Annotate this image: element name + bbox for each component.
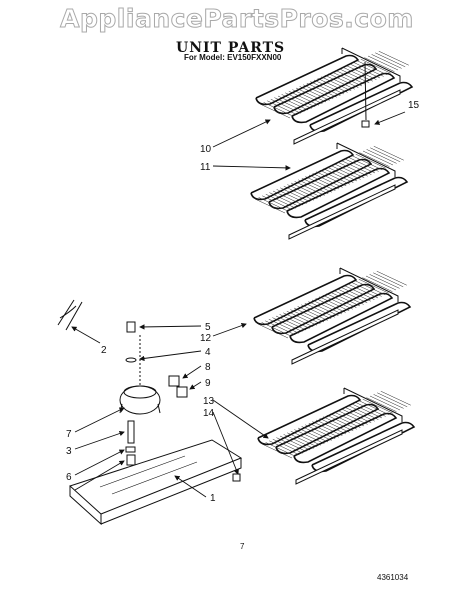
callout-11: 11: [200, 162, 211, 173]
callout-2: 2: [101, 345, 107, 356]
leader-lines: [71, 111, 406, 498]
evaporator-shelf: [255, 47, 414, 145]
capillary-probe: [57, 299, 83, 331]
callout-13: 13: [203, 396, 215, 407]
model-line: For Model: EV150FXXN00: [184, 53, 282, 62]
callout-10: 10: [200, 144, 212, 155]
callout-labels: 15 10 11 5 12 2 4 8 9 13 14 7 3 6 1: [66, 100, 420, 504]
diagram-title: UNIT PARTS: [176, 40, 286, 56]
page-number: 7: [240, 542, 245, 551]
callout-5: 5: [205, 322, 211, 333]
base-plate: [69, 439, 243, 526]
document-number: 4361034: [377, 573, 409, 582]
compressor: [119, 335, 161, 415]
callout-12: 12: [200, 333, 212, 344]
evaporator-shelf: [257, 387, 416, 485]
callout-8: 8: [205, 362, 211, 373]
callout-7: 7: [66, 429, 72, 440]
callout-15: 15: [408, 100, 420, 111]
evaporator-shelves: [250, 47, 416, 485]
evaporator-shelf: [253, 267, 412, 365]
evaporator-shelf: [250, 142, 409, 240]
callout-14: 14: [203, 408, 215, 419]
callout-1: 1: [210, 493, 216, 504]
callout-9: 9: [205, 378, 211, 389]
drain-tube: [361, 61, 370, 128]
callout-6: 6: [66, 472, 72, 483]
watermark: AppliancePartsPros.com: [60, 4, 414, 34]
fittings: [125, 321, 241, 482]
callout-4: 4: [205, 347, 211, 358]
callout-3: 3: [66, 446, 72, 457]
